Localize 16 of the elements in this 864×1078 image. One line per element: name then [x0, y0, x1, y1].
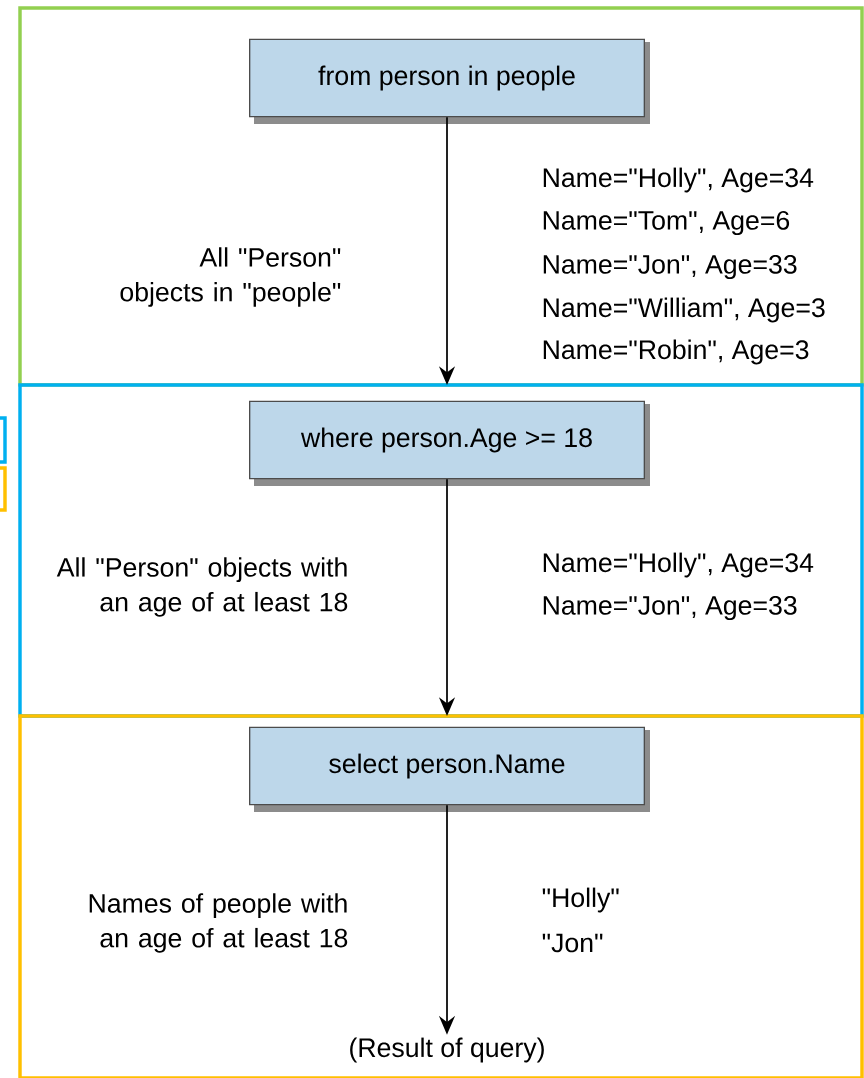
- description-text: Names of people with an age of at least 18: [89, 893, 348, 953]
- data-text: "Jon": [542, 933, 603, 953]
- description-text: All "Person" objects with an age of at least 18: [56, 557, 348, 617]
- data-text: Name="Tom", Age=6: [543, 210, 790, 236]
- process-box: from person in people: [249, 38, 650, 124]
- process-box: where person.Age >= 18: [249, 400, 650, 486]
- data-text: Name="Robin", Age=3: [543, 339, 809, 365]
- data-text: Name="Holly", Age=34: [543, 552, 814, 578]
- result-text: (Result of query): [350, 1037, 544, 1063]
- data-text: Name="Holly", Age=34: [543, 167, 814, 193]
- data-text: Name="Jon", Age=33: [543, 254, 797, 280]
- data-text: Name="Jon", Age=33: [543, 595, 797, 621]
- process-box: select person.Name: [249, 726, 650, 812]
- data-text: Name="William", Age=3: [543, 297, 825, 323]
- description-text: All "Person" objects in "people": [120, 247, 341, 307]
- data-text: "Holly": [542, 887, 619, 913]
